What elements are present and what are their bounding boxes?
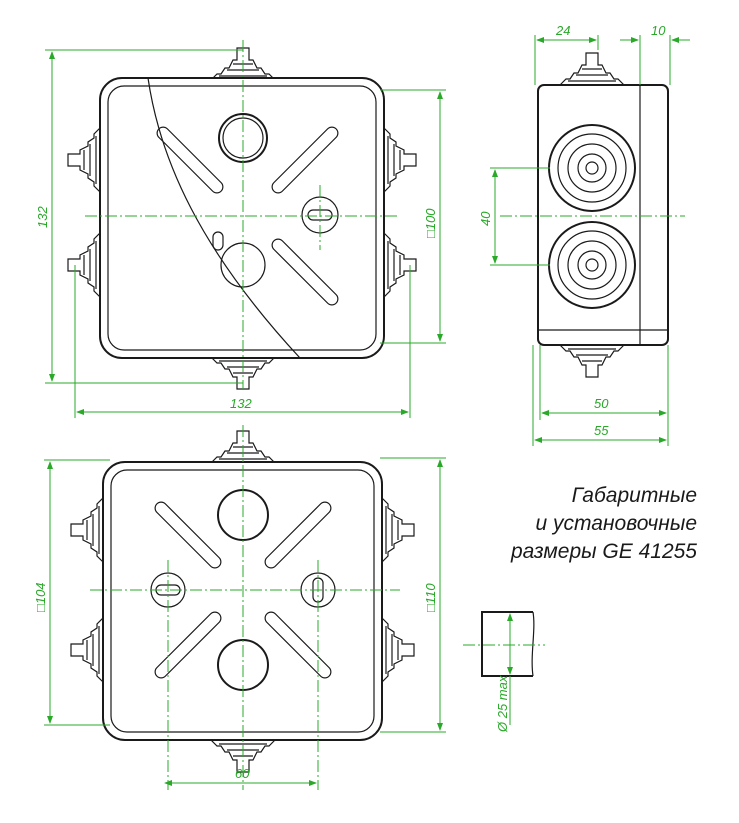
dim-side-base-depth: 50 [594,396,609,411]
title-line-2: и установочные [535,512,697,535]
top-view: 132 132 □100 [35,40,446,418]
side-view: 24 10 40 50 55 [478,23,690,446]
title-line-3: размеры GE 41255 [510,540,697,563]
title-line-1: Габаритные [571,484,697,507]
dim-bottom-spacing: 60 [235,766,250,781]
dim-side-lid-width: 10 [651,23,666,38]
cable-detail: Ø 25 max [463,611,545,733]
dim-top-lid: □100 [423,208,438,238]
drawing-title: Габаритные и установочные размеры GE 412… [511,482,697,566]
dim-side-gland-width: 24 [555,23,570,38]
dim-side-gland-spacing: 40 [478,211,493,226]
dim-top-width: 132 [230,396,252,411]
dim-cable-diameter: Ø 25 max [495,675,510,733]
dim-bottom-outer: □110 [423,583,438,612]
bottom-view: □104 □110 60 [33,425,446,790]
dim-side-total-depth: 55 [594,423,609,438]
dim-top-height: 132 [35,206,50,228]
dim-bottom-mount: □104 [33,582,48,612]
